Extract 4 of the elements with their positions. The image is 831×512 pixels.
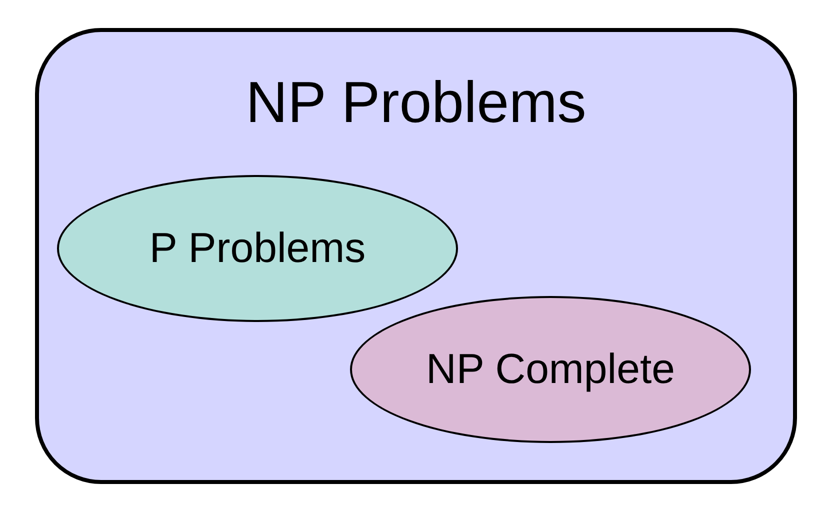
- region-label: P Problems: [149, 224, 366, 273]
- region-label: NP Problems: [246, 70, 586, 137]
- region-label: NP Complete: [426, 345, 675, 394]
- rounded-region: [35, 28, 797, 484]
